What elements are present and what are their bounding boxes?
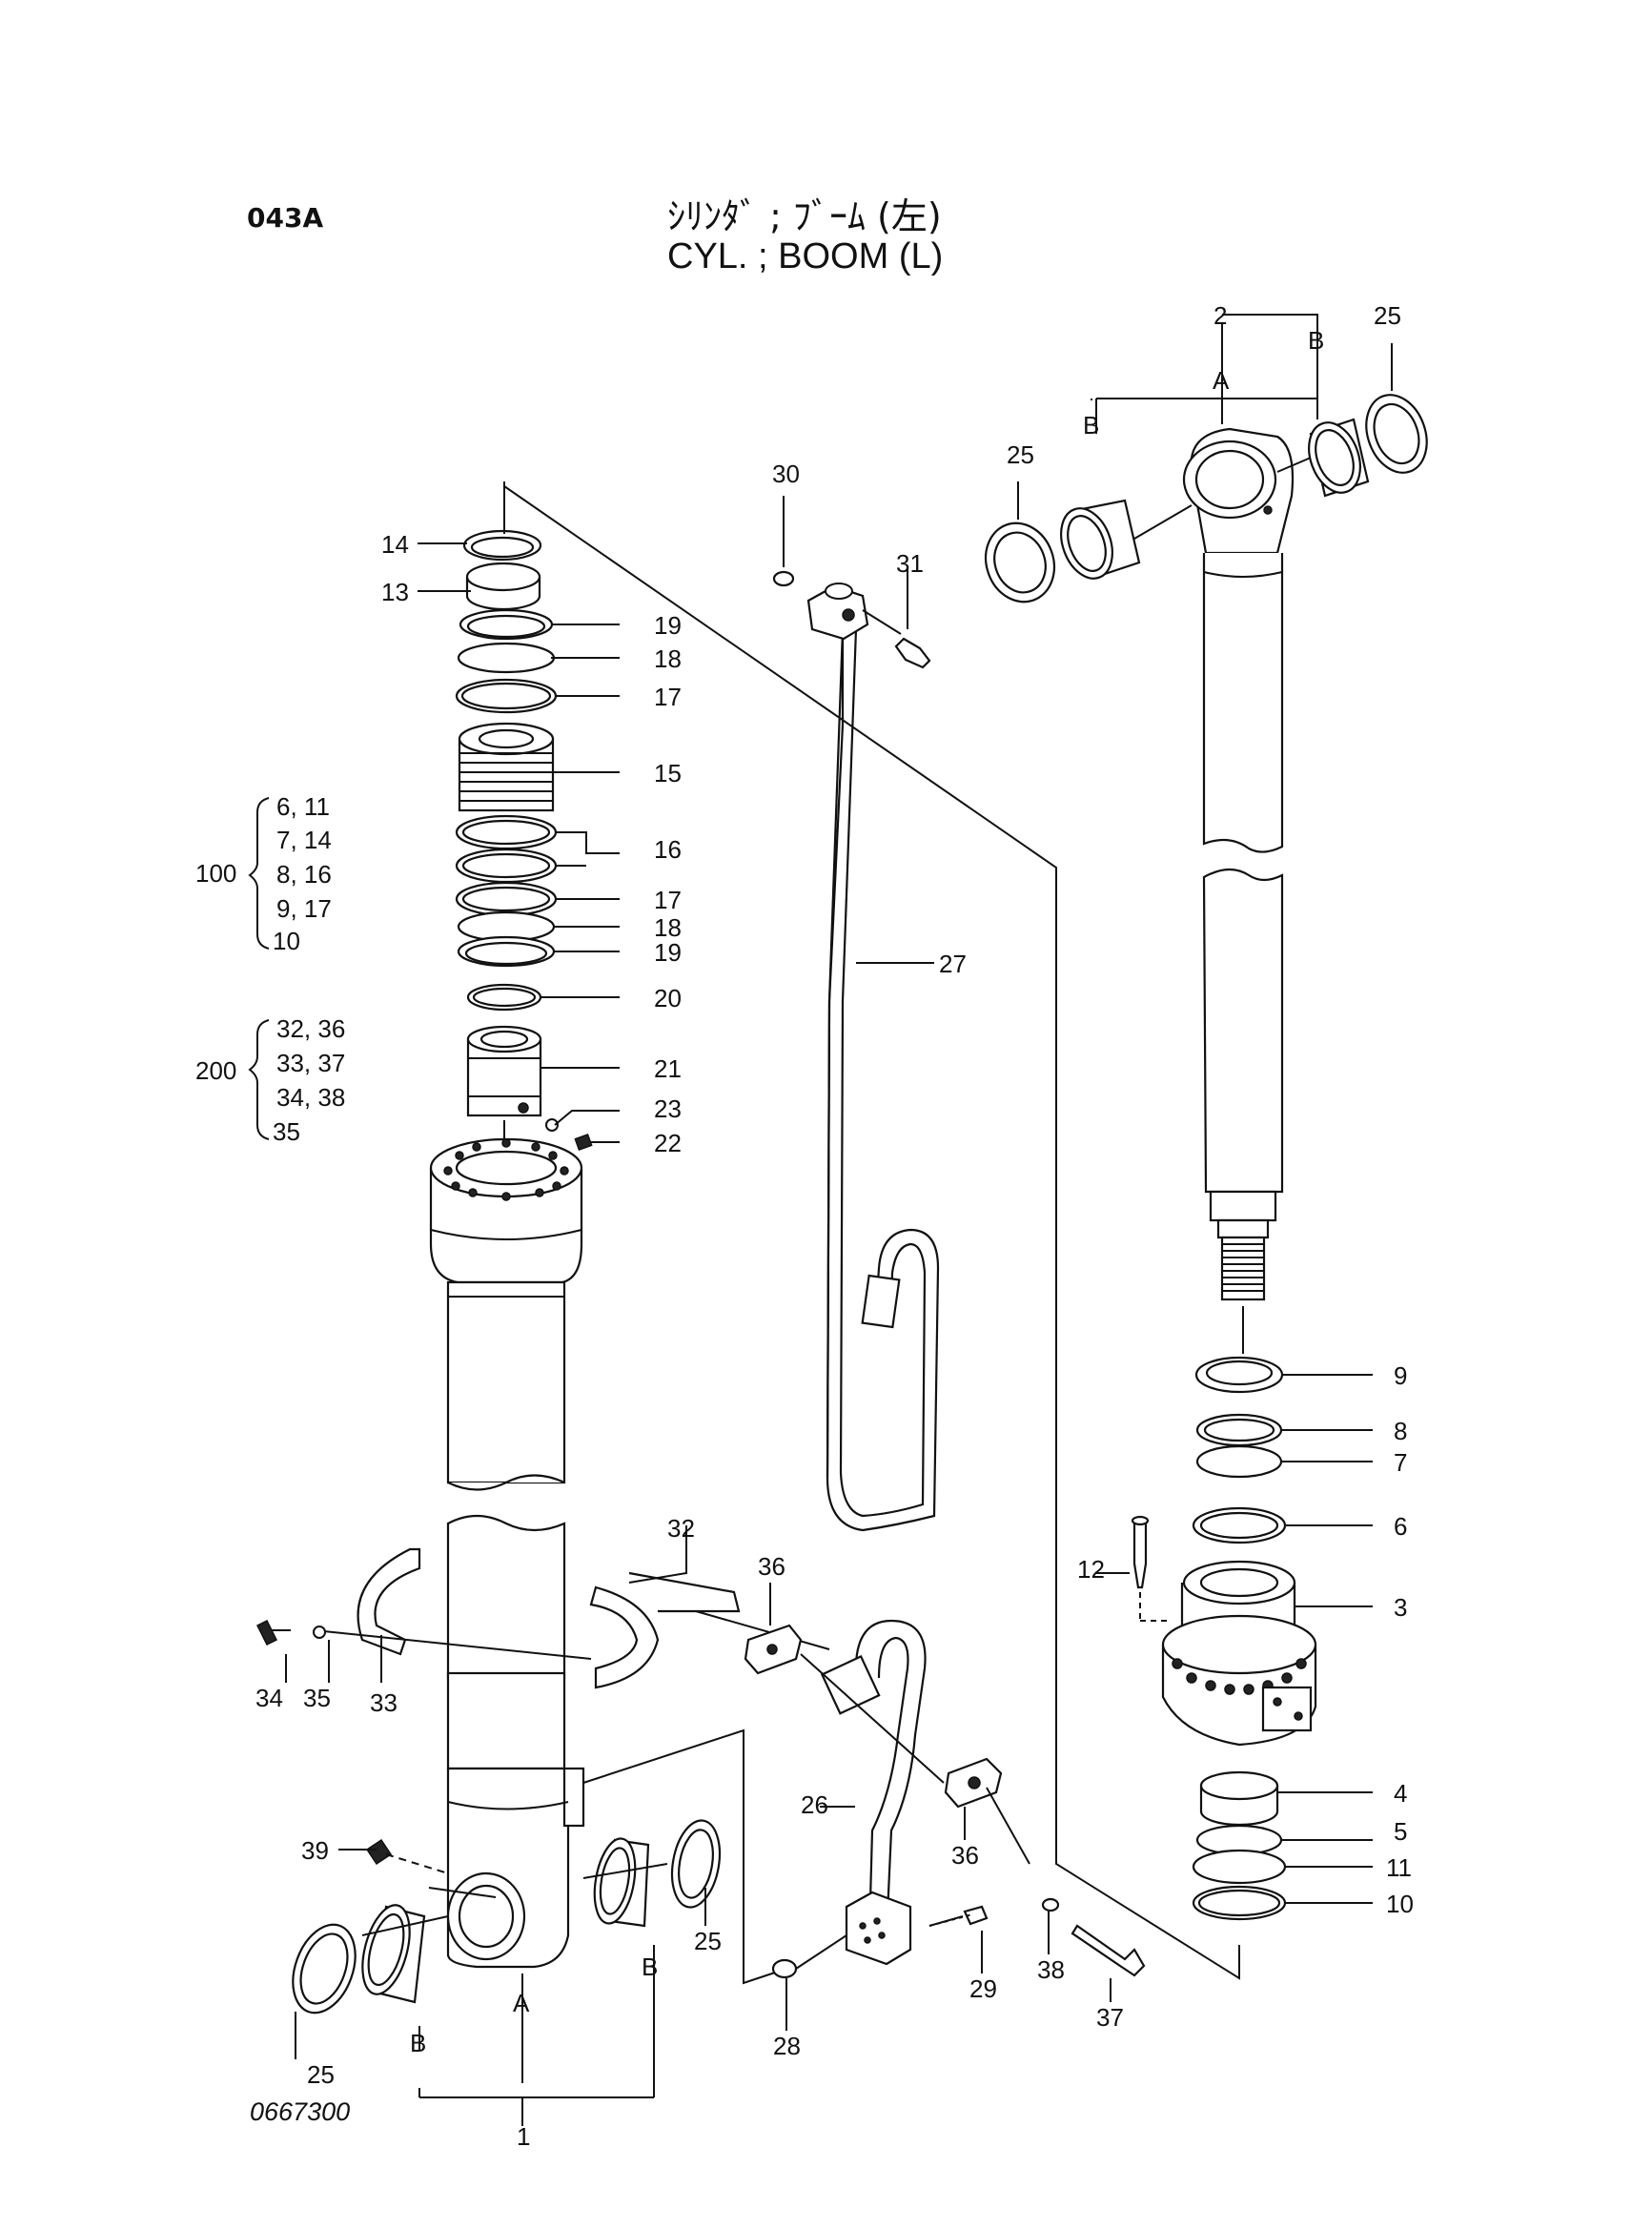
- kit-200-line-4: 35: [273, 1117, 300, 1146]
- pipe-clamps-36: [744, 1624, 1146, 1977]
- assembly-line-pipe: [582, 1728, 787, 1985]
- rod-seal-rings: [1192, 1356, 1287, 1544]
- callout-34: 34: [255, 1684, 283, 1712]
- sub-label-B-tube-right: B: [642, 1953, 658, 1981]
- title-japanese: ｼﾘﾝﾀﾞ ; ﾌﾞｰﾑ (左): [667, 195, 942, 237]
- sub-label-B-rod-right: B: [1308, 326, 1324, 355]
- piston-seal-stack: [455, 529, 593, 1151]
- kit-200-line-3: 34, 38: [276, 1083, 345, 1112]
- kit-200-line-2: 33, 37: [276, 1049, 345, 1077]
- callout-36a: 36: [758, 1552, 785, 1581]
- tube-clamps: [255, 1547, 830, 1689]
- kit-200-line-1: 32, 36: [276, 1014, 345, 1043]
- callout-13: 13: [381, 578, 409, 606]
- callout-20: 20: [654, 984, 682, 1012]
- page-code: 043A: [247, 202, 324, 234]
- callout-36b: 36: [951, 1841, 979, 1870]
- callout-10: 10: [1386, 1890, 1414, 1918]
- leader-lines: [285, 314, 1393, 2126]
- callout-4: 4: [1394, 1779, 1407, 1808]
- callout-29: 29: [969, 1974, 997, 2003]
- callout-5: 5: [1394, 1817, 1407, 1846]
- kit-200-id: 200: [195, 1056, 236, 1085]
- callout-31: 31: [896, 549, 924, 578]
- callout-8: 8: [1394, 1417, 1407, 1445]
- callout-21: 21: [654, 1054, 682, 1083]
- callout-16: 16: [654, 835, 682, 864]
- callout-22: 22: [654, 1129, 682, 1157]
- callout-19b: 19: [654, 938, 682, 967]
- sub-label-B-rod-left: B: [1083, 411, 1099, 440]
- cylinder-head: [1131, 1515, 1317, 1747]
- sub-label-B-tube-left: B: [410, 2029, 426, 2057]
- callout-19a: 19: [654, 611, 682, 640]
- pipe-26: [771, 1619, 989, 1979]
- kit-braces: [248, 797, 270, 1140]
- callout-28: 28: [773, 2032, 801, 2060]
- callout-27: 27: [939, 950, 967, 978]
- callout-25a: 25: [694, 1927, 722, 1955]
- head-bushing-rings: [1192, 1770, 1287, 1921]
- callout-14: 14: [381, 530, 409, 559]
- callout-6: 6: [1394, 1512, 1407, 1541]
- kit-100-line-3: 8, 16: [276, 860, 332, 889]
- callout-12: 12: [1077, 1555, 1105, 1584]
- kit-100-id: 100: [195, 859, 236, 888]
- callout-7: 7: [1394, 1448, 1407, 1477]
- callout-1: 1: [517, 2122, 530, 2151]
- callout-17a: 17: [654, 683, 682, 711]
- drawing-number: 0667300: [250, 2097, 351, 2126]
- assembly-line-main: [503, 485, 1240, 1980]
- callout-37: 37: [1096, 2003, 1124, 2032]
- kit-100-line-4: 9, 17: [276, 894, 332, 923]
- callout-18a: 18: [654, 644, 682, 673]
- callout-labels: 14 13 19 18 17 15 16 17 18 19 20 21 23 2…: [195, 301, 1414, 2151]
- callout-18b: 18: [654, 913, 682, 942]
- callout-39: 39: [301, 1836, 329, 1865]
- kit-100-line-1: 6, 11: [276, 792, 330, 821]
- sub-label-A-rod: A: [1213, 366, 1230, 395]
- cylinder-tube: [429, 1137, 585, 1969]
- callout-25b: 25: [307, 2060, 335, 2089]
- callout-3: 3: [1394, 1593, 1407, 1622]
- callout-2: 2: [1214, 301, 1227, 330]
- callout-35: 35: [303, 1684, 331, 1712]
- kit-100-line-5: 10: [273, 927, 300, 955]
- callout-26: 26: [801, 1790, 828, 1819]
- callout-25c: 25: [1374, 301, 1401, 330]
- callout-9: 9: [1394, 1361, 1407, 1390]
- piston-rod: [1182, 427, 1295, 1354]
- callout-30: 30: [772, 460, 800, 488]
- title-english: CYL. ; BOOM (L): [667, 236, 944, 276]
- sub-label-A-tube: A: [513, 1989, 530, 2017]
- callout-15: 15: [654, 759, 682, 787]
- callout-38: 38: [1037, 1955, 1065, 1984]
- rod-eye-bushings: [985, 394, 1428, 603]
- callout-17b: 17: [654, 886, 682, 914]
- callout-11: 11: [1386, 1853, 1412, 1882]
- left-pin-bushings: [292, 1819, 722, 2014]
- callout-23: 23: [654, 1094, 682, 1123]
- callout-32: 32: [667, 1514, 695, 1543]
- callout-25d: 25: [1007, 440, 1034, 469]
- kit-100-line-2: 7, 14: [276, 826, 332, 854]
- pipe-27: [772, 570, 940, 1532]
- callout-33: 33: [370, 1688, 398, 1717]
